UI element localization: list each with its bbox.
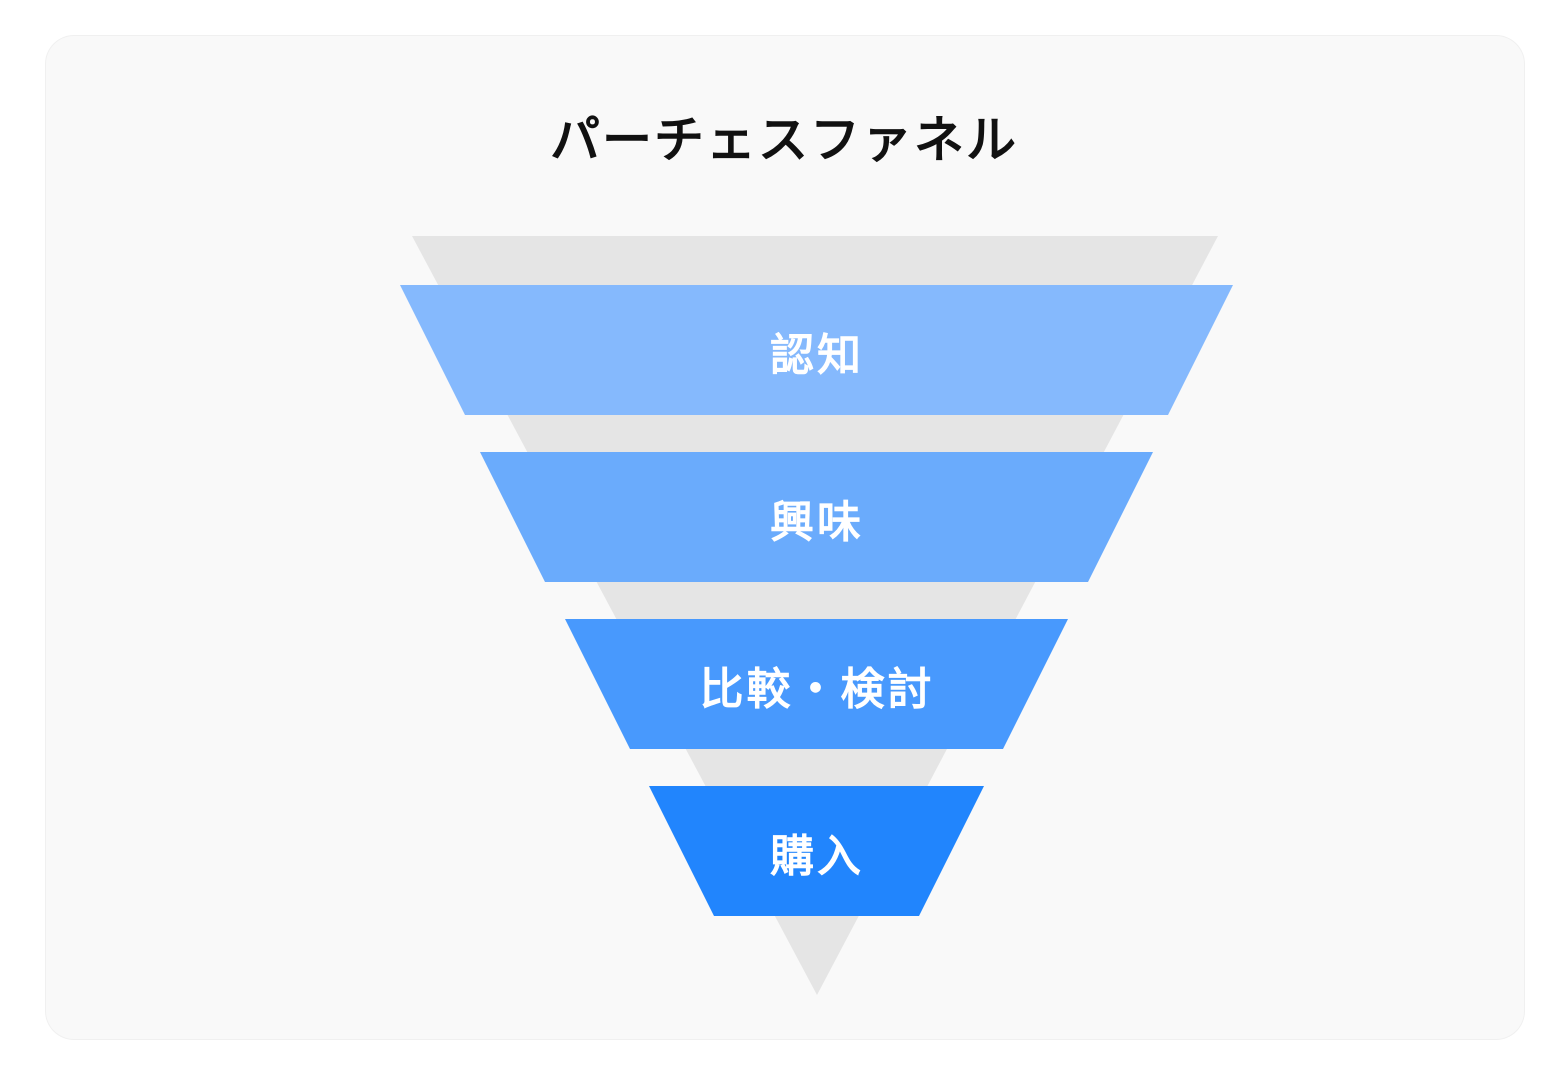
stage-label-interest: 興味 (770, 497, 864, 548)
diagram-title: パーチェスファネル (550, 111, 1018, 169)
funnel-stage-purchase (649, 786, 984, 916)
funnel-stage-consideration (565, 619, 1068, 749)
stage-label-consideration: 比較・検討 (700, 664, 935, 715)
funnel-stage-interest (480, 452, 1153, 582)
stage-label-purchase: 購入 (770, 831, 864, 882)
stage-label-awareness: 認知 (770, 330, 864, 381)
funnel-stage-awareness (400, 285, 1233, 415)
funnel-backing (412, 236, 1218, 995)
